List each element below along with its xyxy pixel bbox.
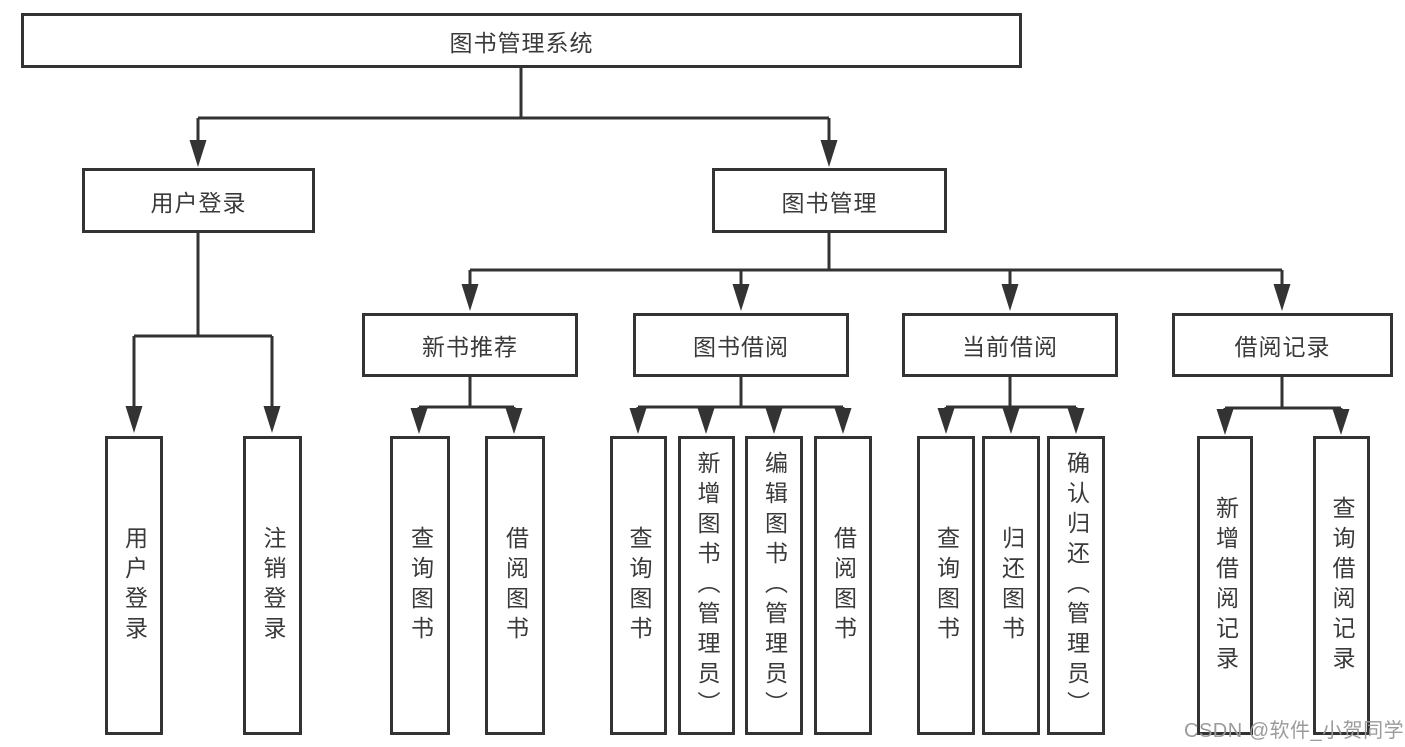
node-borrow-records: 借阅记录	[1172, 313, 1393, 377]
node-label: 编辑图书（管理员）	[761, 450, 788, 721]
node-label: 查询图书	[933, 525, 960, 646]
node-label: 归还图书	[998, 525, 1025, 646]
leaf-add-book-admin: 新增图书（管理员）	[678, 436, 735, 735]
node-label: 注销登录	[260, 525, 286, 646]
leaf-add-borrow-record: 新增借阅记录	[1197, 436, 1253, 735]
node-library-management-system: 图书管理系统	[21, 13, 1022, 68]
node-user-login: 用户登录	[82, 168, 315, 233]
node-label: 图书管理系统	[449, 29, 594, 56]
node-label: 借阅记录	[1234, 334, 1331, 360]
node-label: 查询借阅记录	[1329, 495, 1355, 676]
node-label: 新增借阅记录	[1212, 495, 1239, 676]
node-new-book-recommend: 新书推荐	[362, 313, 578, 377]
leaf-logout: 注销登录	[243, 436, 302, 735]
node-label: 用户登录	[150, 189, 247, 216]
node-book-management: 图书管理	[712, 168, 947, 233]
leaf-query-books-current: 查询图书	[917, 436, 975, 735]
node-label: 图书管理	[781, 189, 878, 216]
node-label: 用户登录	[121, 525, 148, 646]
node-current-borrow: 当前借阅	[902, 313, 1118, 377]
node-label: 借阅图书	[830, 525, 857, 646]
node-label: 借阅图书	[502, 525, 529, 646]
leaf-user-login: 用户登录	[105, 436, 163, 735]
csdn-watermark: CSDN @软件_小贺同学	[1184, 720, 1405, 742]
leaf-return-book: 归还图书	[982, 436, 1040, 735]
node-book-borrow: 图书借阅	[633, 313, 849, 377]
leaf-borrow-books-recommend: 借阅图书	[485, 436, 545, 735]
leaf-query-books-borrow: 查询图书	[610, 436, 667, 735]
node-label: 查询图书	[626, 525, 652, 646]
node-label: 图书借阅	[693, 334, 789, 360]
leaf-edit-book-admin: 编辑图书（管理员）	[745, 436, 803, 735]
leaf-confirm-return-admin: 确认归还（管理员）	[1047, 436, 1105, 735]
node-label: 确认归还（管理员）	[1063, 450, 1090, 721]
leaf-borrow-books: 借阅图书	[814, 436, 872, 735]
node-label: 当前借阅	[962, 334, 1058, 360]
node-label: 查询图书	[407, 525, 434, 646]
leaf-query-borrow-record: 查询借阅记录	[1313, 436, 1370, 735]
node-label: 新书推荐	[422, 334, 518, 360]
node-label: 新增图书（管理员）	[694, 450, 720, 721]
leaf-query-books-recommend: 查询图书	[390, 436, 450, 735]
